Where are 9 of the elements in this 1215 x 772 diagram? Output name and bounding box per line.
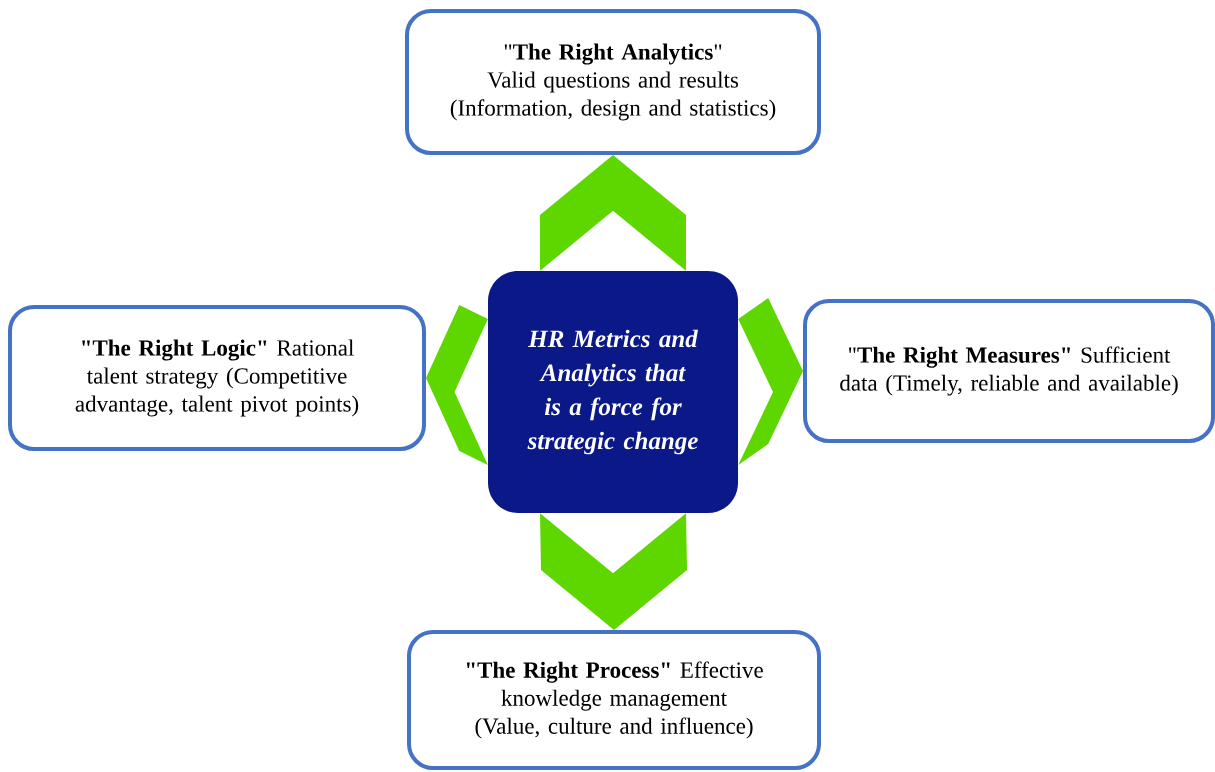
chevron-arrow [540, 155, 686, 271]
text-box: "The Right Analytics" Valid questions and results (Information, design and statistics) [405, 9, 821, 155]
text-box: "The Right Logic" Rational talent strategy (Competitive advantage, talent pivot points) [8, 305, 426, 451]
chevron-arrow [738, 298, 803, 465]
text-box: "The Right Process" Effective knowledge management (Value, culture and influence) [407, 630, 821, 770]
chevron-arrow [426, 305, 488, 465]
center-box: HR Metrics and Analytics that is a force for strategic change [488, 271, 738, 513]
chevron-arrow [540, 513, 687, 630]
text-box: "The Right Measures" Sufficient data (Timely, reliable and available) [803, 299, 1215, 443]
